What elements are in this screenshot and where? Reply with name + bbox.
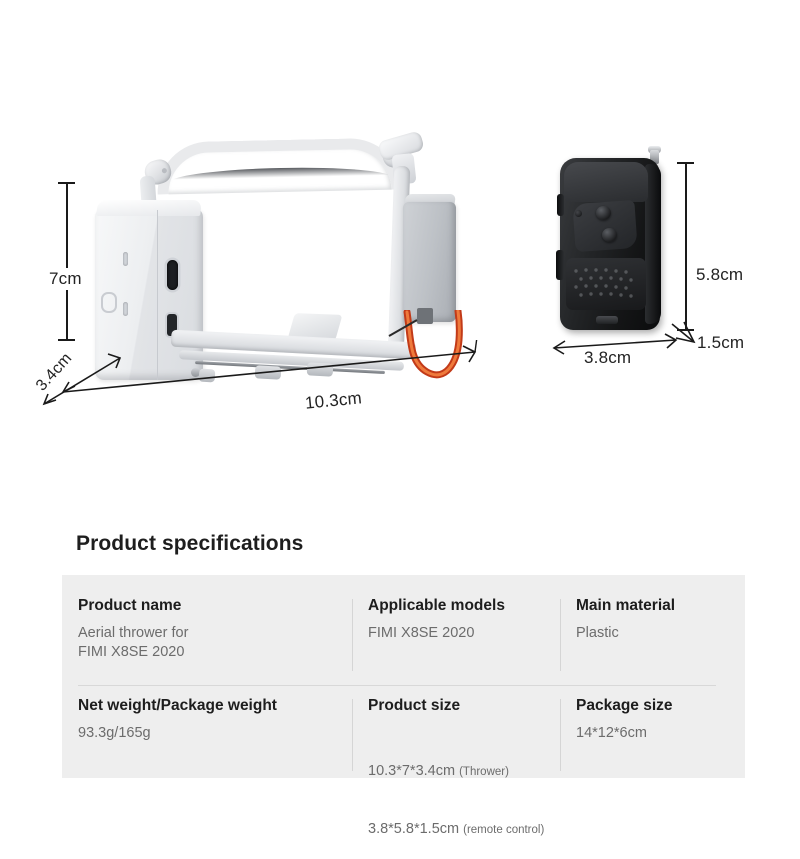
spec-head: Applicable models bbox=[368, 597, 505, 614]
spec-cell-product-size: Product size 10.3*7*3.4cm (Thrower) 3.8*… bbox=[352, 697, 560, 859]
spec-cell-main-material: Main material Plastic bbox=[560, 597, 745, 671]
remote-control-device bbox=[556, 146, 670, 335]
servo-wire-stub bbox=[388, 319, 418, 337]
spec-value: 93.3g/165g bbox=[78, 725, 151, 741]
row-divider bbox=[78, 685, 716, 686]
page-title: Product specifications bbox=[76, 532, 304, 555]
rod-end-cap bbox=[191, 368, 200, 377]
dim-remote-height-cap-bottom bbox=[677, 329, 694, 331]
thrower-vent bbox=[123, 302, 128, 316]
spec-value: FIMI X8SE 2020 bbox=[368, 625, 475, 641]
dim-label-remote-width: 3.8cm bbox=[584, 348, 632, 367]
power-button[interactable] bbox=[101, 292, 117, 313]
spec-cell-package-size: Package size 14*12*6cm bbox=[560, 697, 745, 859]
column-divider bbox=[352, 599, 353, 671]
dim-remote-width-line bbox=[552, 333, 678, 355]
spec-cell-product-name: Product name Aerial thrower for FIMI X8S… bbox=[62, 597, 352, 662]
column-divider bbox=[560, 699, 561, 771]
spec-value-multiline: 10.3*7*3.4cm (Thrower) 3.8*5.8*1.5cm (re… bbox=[368, 724, 560, 859]
spec-value: Plastic bbox=[576, 625, 619, 641]
remote-top-band bbox=[564, 162, 648, 202]
spec-head: Package size bbox=[576, 697, 673, 714]
grip-texture-dots bbox=[574, 268, 633, 298]
thrower-body-top bbox=[96, 200, 202, 216]
thrower-vent bbox=[123, 252, 128, 266]
remote-side-panel bbox=[645, 164, 661, 324]
battery-pack bbox=[403, 202, 456, 322]
remote-bottom-slot bbox=[596, 316, 618, 324]
remote-button-a[interactable] bbox=[596, 206, 611, 220]
dim-height-cap-top bbox=[58, 182, 75, 184]
size-note: (remote control) bbox=[463, 824, 545, 836]
remote-button-b[interactable] bbox=[602, 228, 617, 242]
dim-label-remote-depth: 1.5cm bbox=[697, 333, 745, 352]
dim-height-cap-bottom bbox=[58, 339, 75, 341]
product-page: 7cm 3.4cm 10.3cm bbox=[33, 130, 745, 837]
size-line-thrower: 10.3*7*3.4cm (Thrower) bbox=[368, 743, 560, 782]
remote-side-clip-upper bbox=[557, 194, 564, 216]
dim-remote-height-cap-top bbox=[677, 162, 694, 164]
battery-notch bbox=[417, 308, 433, 324]
dim-label-height: 7cm bbox=[47, 268, 84, 290]
dim-remote-depth-line bbox=[671, 321, 696, 344]
hinge-pin-icon bbox=[161, 167, 168, 174]
micro-usb-port-icon bbox=[167, 314, 177, 336]
thrower-body-seam bbox=[157, 210, 159, 380]
spec-head: Product size bbox=[368, 697, 461, 714]
spec-value: Aerial thrower for FIMI X8SE 2020 bbox=[78, 625, 189, 660]
spec-head: Net weight/Package weight bbox=[78, 697, 277, 714]
column-divider bbox=[352, 699, 353, 771]
dim-label-remote-height: 5.8cm bbox=[696, 265, 744, 284]
specifications-panel: Product name Aerial thrower for FIMI X8S… bbox=[62, 575, 745, 837]
thrower-top-arm bbox=[156, 137, 403, 195]
dim-depth-line bbox=[42, 353, 122, 406]
spec-head: Main material bbox=[576, 597, 676, 614]
aerial-thrower-device bbox=[95, 130, 495, 410]
dim-height-line bbox=[66, 182, 68, 340]
column-divider bbox=[560, 599, 561, 671]
antenna bbox=[650, 150, 659, 164]
size-line-remote: 3.8*5.8*1.5cm (remote control) bbox=[368, 801, 560, 840]
spec-cell-weight: Net weight/Package weight 93.3g/165g bbox=[62, 697, 352, 859]
spec-cell-applicable-models: Applicable models FIMI X8SE 2020 bbox=[352, 597, 560, 671]
dim-length-line bbox=[60, 340, 478, 394]
size-value: 10.3*7*3.4cm bbox=[368, 763, 460, 779]
spec-row: Net weight/Package weight 93.3g/165g Pro… bbox=[62, 697, 745, 859]
spec-value: 14*12*6cm bbox=[576, 725, 647, 741]
size-value: 3.8*5.8*1.5cm bbox=[368, 821, 464, 837]
remote-grip bbox=[566, 258, 646, 310]
spec-head: Product name bbox=[78, 597, 182, 614]
dim-remote-height-line bbox=[685, 162, 687, 330]
usb-c-port-icon bbox=[167, 260, 178, 290]
servo-wire bbox=[403, 310, 463, 379]
antenna-cap bbox=[648, 146, 661, 153]
product-photo-area: 7cm 3.4cm 10.3cm bbox=[33, 130, 745, 413]
spec-row: Product name Aerial thrower for FIMI X8S… bbox=[62, 597, 745, 671]
size-note: (Thrower) bbox=[459, 766, 509, 778]
led-indicator-icon bbox=[575, 210, 582, 217]
remote-side-clip bbox=[556, 250, 564, 280]
